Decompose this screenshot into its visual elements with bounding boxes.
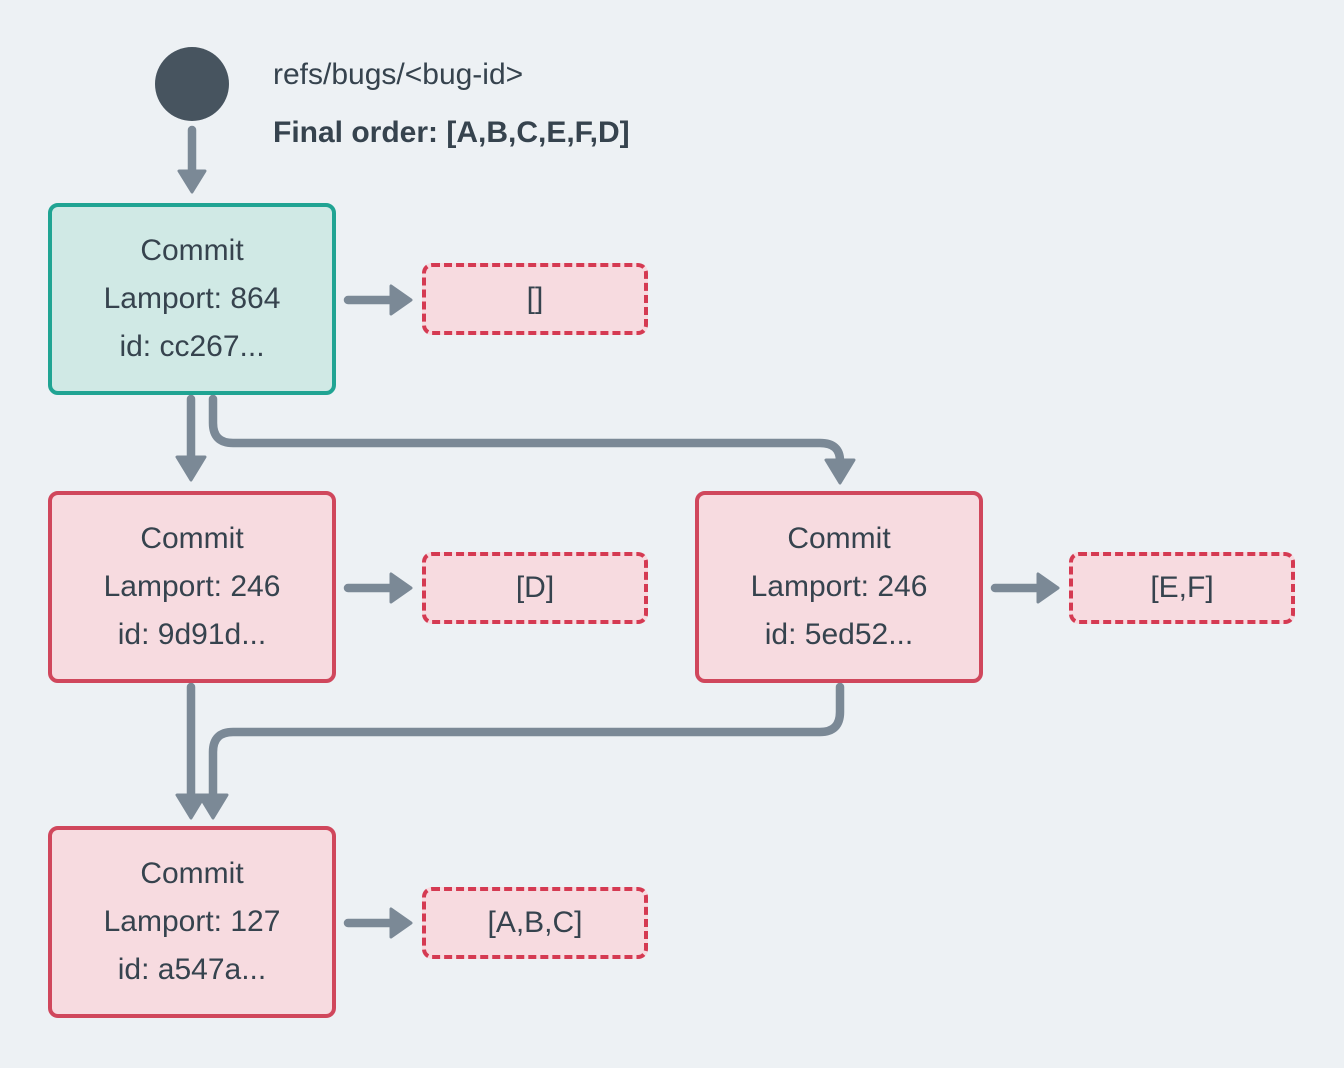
arrowhead-right-merge-icon — [197, 793, 229, 820]
payload-box-left: [D] — [422, 552, 648, 624]
commit-lamport: Lamport: 864 — [103, 282, 281, 315]
arrowhead-left-merge-icon — [175, 793, 207, 820]
commit-node-left: Commit Lamport: 246 id: 9d91d... — [48, 491, 336, 683]
payload-box-right: [E,F] — [1069, 552, 1295, 624]
payload-text: [E,F] — [1150, 571, 1214, 604]
commit-id: id: 9d91d... — [117, 618, 267, 651]
commit-title: Commit — [787, 522, 891, 555]
arrowhead-left-payload-icon — [389, 572, 413, 604]
edge-right-to-merge — [208, 682, 845, 800]
commit-node-merge: Commit Lamport: 127 id: a547a... — [48, 826, 336, 1018]
arrowhead-ref-to-root-icon — [177, 169, 207, 194]
arrowhead-root-payload-icon — [389, 284, 413, 316]
ref-head-circle-icon — [155, 47, 229, 121]
payload-box-merge: [A,B,C] — [422, 887, 648, 959]
payload-box-root: [] — [422, 263, 648, 335]
arrowhead-right-payload-icon — [1036, 572, 1060, 604]
commit-title: Commit — [140, 857, 244, 890]
payload-text: [D] — [515, 571, 555, 604]
ref-label: refs/bugs/<bug-id> — [273, 58, 524, 91]
commit-lamport: Lamport: 246 — [750, 570, 928, 603]
final-order-label: Final order: [A,B,C,E,F,D] — [273, 116, 630, 149]
commit-title: Commit — [140, 234, 244, 267]
commit-title: Commit — [140, 522, 244, 555]
payload-text: [A,B,C] — [487, 906, 583, 939]
commit-lamport: Lamport: 246 — [103, 570, 281, 603]
payload-text: [] — [526, 282, 544, 315]
commit-node-right: Commit Lamport: 246 id: 5ed52... — [695, 491, 983, 683]
edge-root-to-right — [208, 394, 845, 466]
commit-id: id: cc267... — [119, 330, 265, 363]
commit-node-root: Commit Lamport: 864 id: cc267... — [48, 203, 336, 395]
commit-lamport: Lamport: 127 — [103, 905, 281, 938]
arrowhead-root-left-icon — [175, 455, 207, 482]
arrowhead-root-right-icon — [824, 458, 856, 485]
commit-id: id: a547a... — [117, 953, 267, 986]
commit-id: id: 5ed52... — [764, 618, 914, 651]
arrowhead-merge-payload-icon — [389, 907, 413, 939]
